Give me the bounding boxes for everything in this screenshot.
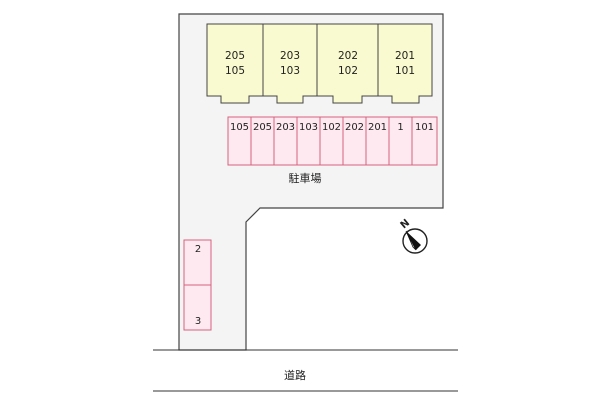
building-unit: 201 101 xyxy=(377,23,433,104)
building-unit: 202 102 xyxy=(316,23,379,104)
parking-slot: 202 xyxy=(342,116,367,166)
parking-slot-label: 2 xyxy=(195,244,201,255)
parking-slot-rect xyxy=(411,116,438,166)
building-lower-label: 101 xyxy=(395,65,415,77)
parking-slot: 205 xyxy=(250,116,275,166)
parking-slot-label: 105 xyxy=(230,122,249,133)
parking-slot: 102 xyxy=(319,116,344,166)
buildings: 205 105 203 103 202 102 201 101 xyxy=(206,23,433,104)
parking-slot-label: 202 xyxy=(345,122,364,133)
parking-slot-label: 201 xyxy=(368,122,387,133)
parking-slot-label: 1 xyxy=(397,122,403,133)
parking-column-left: 2 3 xyxy=(183,239,212,331)
road-label: 道路 xyxy=(284,368,306,382)
parking-slot-label: 103 xyxy=(299,122,318,133)
building-unit: 205 105 xyxy=(206,23,264,104)
parking-slot: 3 xyxy=(183,284,212,331)
parking-slot-label: 205 xyxy=(253,122,272,133)
parking-slot: 1 xyxy=(388,116,413,166)
parking-row-top: 105 205 203 103 102 202 201 1 xyxy=(227,116,438,166)
parking-slot-rect xyxy=(183,284,212,331)
building-shape xyxy=(262,23,318,104)
parking-slot: 201 xyxy=(365,116,390,166)
parking-slot-label: 101 xyxy=(415,122,434,133)
north-arrow-icon: N xyxy=(399,217,428,254)
building-shape xyxy=(377,23,433,104)
parking-slot: 203 xyxy=(273,116,298,166)
building-upper-label: 202 xyxy=(338,50,358,62)
compass-north-label: N xyxy=(399,217,412,231)
parking-slot: 101 xyxy=(411,116,438,166)
parking-area-label: 駐車場 xyxy=(289,171,322,185)
building-unit: 203 103 xyxy=(262,23,318,104)
parking-slot: 103 xyxy=(296,116,321,166)
building-upper-label: 203 xyxy=(280,50,300,62)
road: 道路 xyxy=(153,349,458,392)
building-shape xyxy=(206,23,264,104)
building-shape xyxy=(316,23,379,104)
parking-slot-label: 102 xyxy=(322,122,341,133)
building-upper-label: 205 xyxy=(225,50,245,62)
building-lower-label: 105 xyxy=(225,65,245,77)
compass-needle-tail xyxy=(405,230,417,251)
building-lower-label: 103 xyxy=(280,65,300,77)
parking-slot-label: 3 xyxy=(195,316,201,327)
building-lower-label: 102 xyxy=(338,65,358,77)
compass-needle xyxy=(406,231,421,250)
building-upper-label: 201 xyxy=(395,50,415,62)
parking-slot: 2 xyxy=(183,239,212,286)
parking-slot: 105 xyxy=(227,116,252,166)
parking-slot-label: 203 xyxy=(276,122,295,133)
